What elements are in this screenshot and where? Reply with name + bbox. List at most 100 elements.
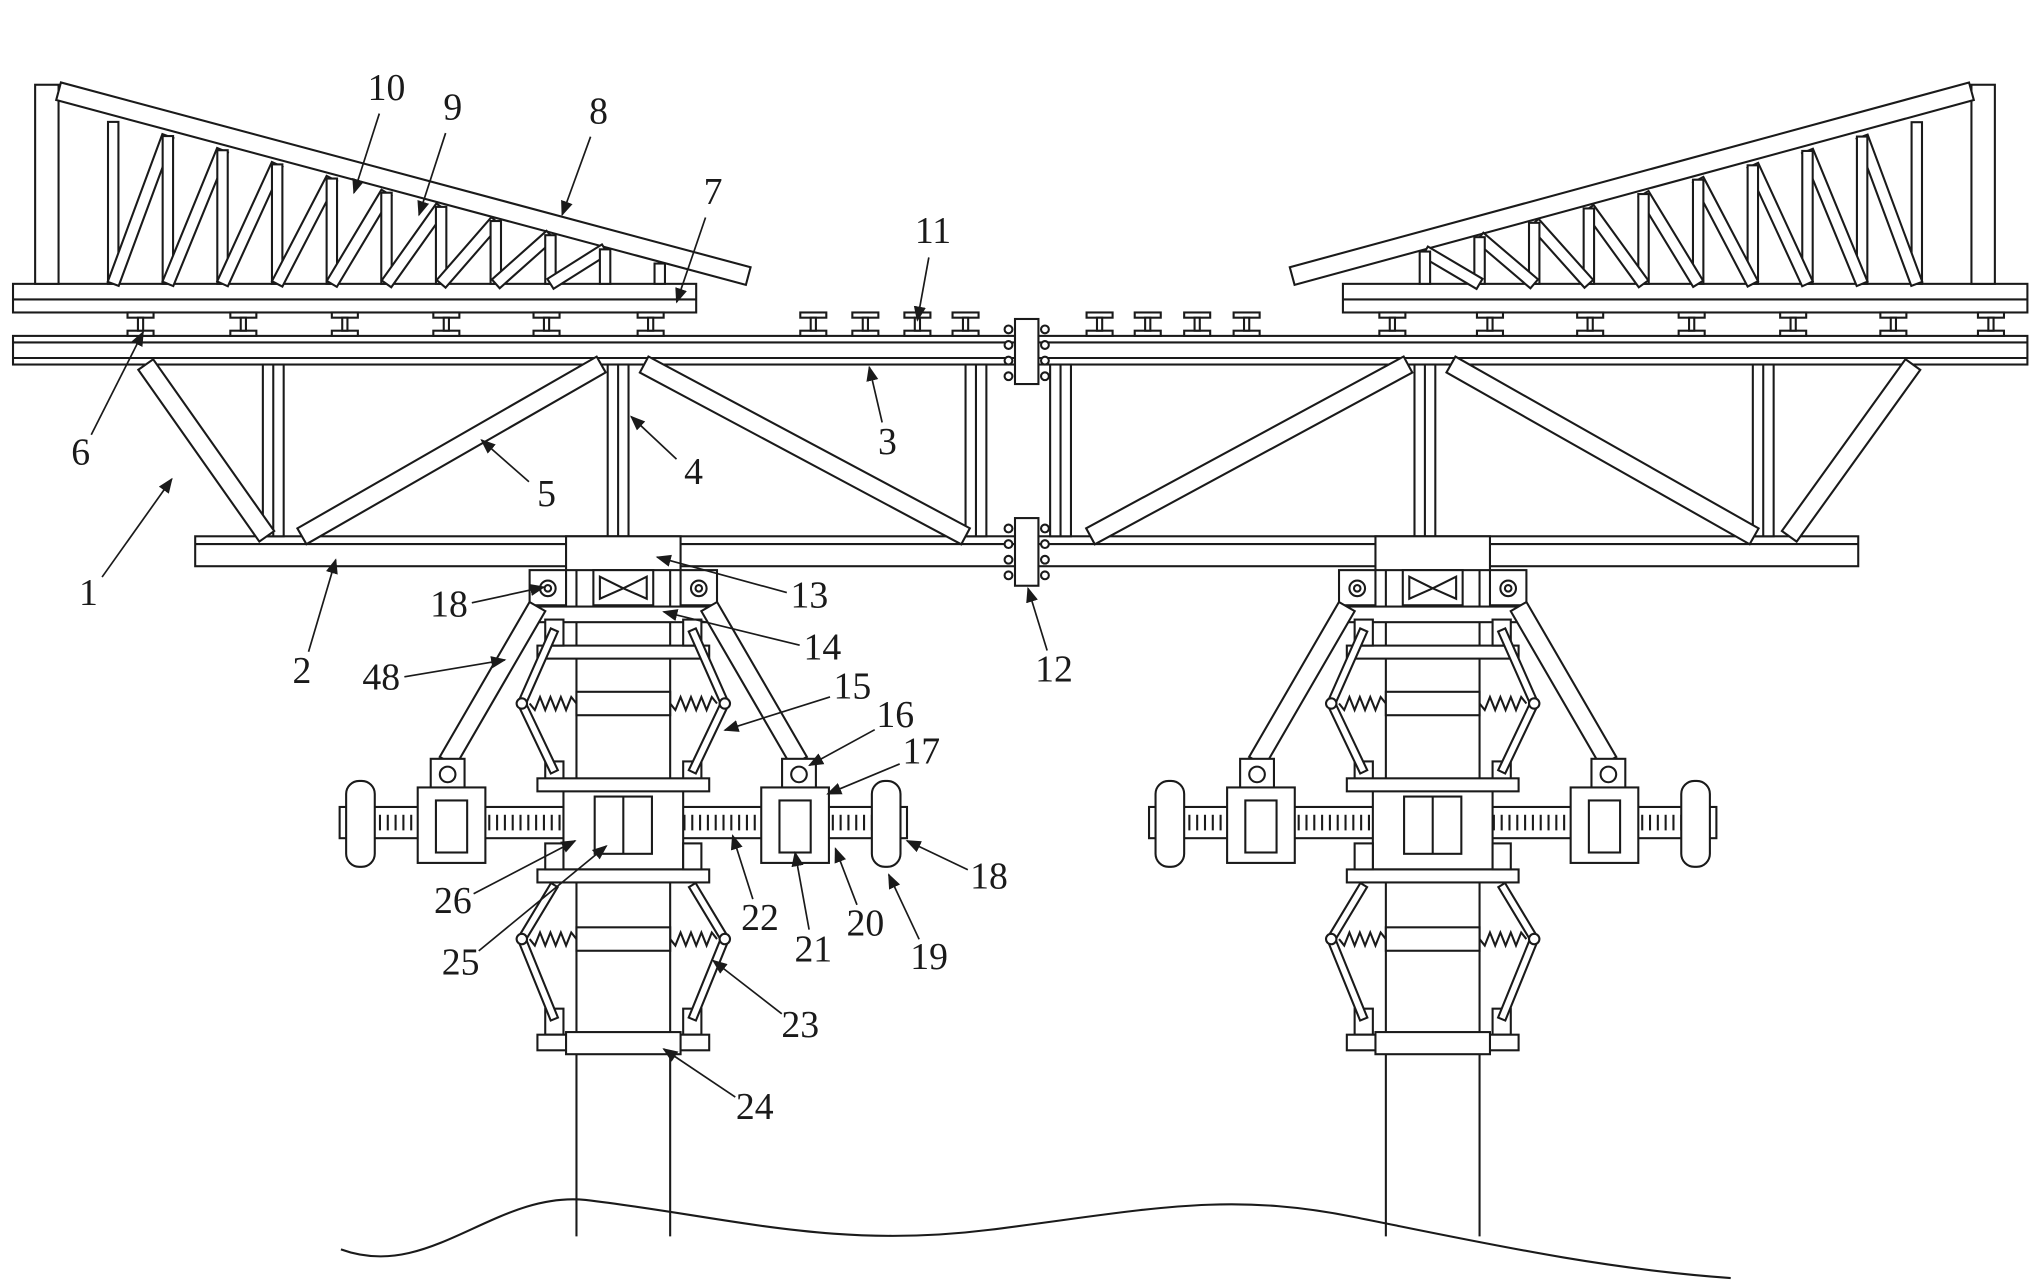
- hand-wheel: [346, 781, 375, 867]
- link-rod: [689, 702, 729, 774]
- reference-label-8: 8: [589, 90, 608, 132]
- spring: [530, 697, 577, 710]
- pin: [791, 767, 807, 783]
- bolt: [1005, 357, 1013, 365]
- reference-label-22: 22: [741, 897, 779, 939]
- pin: [720, 934, 730, 944]
- diagonal-member: [1782, 359, 1920, 541]
- pin: [696, 585, 703, 592]
- column-cap: [1375, 536, 1490, 570]
- column-cap: [566, 536, 681, 570]
- reference-label-3: 3: [878, 421, 897, 463]
- i-beam-web: [241, 318, 246, 331]
- reference-label-48: 48: [362, 656, 400, 698]
- i-beam-web: [544, 318, 549, 331]
- i-beam-web: [1791, 318, 1796, 331]
- i-beam-web: [444, 318, 449, 331]
- leader-arrow: [102, 479, 172, 577]
- bolt: [1041, 525, 1049, 533]
- hinge-block: [545, 843, 563, 869]
- pin: [1326, 934, 1336, 944]
- diagonal-member: [1446, 357, 1758, 545]
- platform-right: [1343, 284, 2027, 313]
- bolt: [1041, 556, 1049, 564]
- i-beam-web: [1689, 318, 1694, 331]
- diagonal-member: [297, 357, 605, 545]
- diagonal-member: [138, 359, 274, 541]
- hinge-block: [683, 843, 701, 869]
- bottom-collar: [1375, 1032, 1490, 1054]
- clamp-collar: [1386, 692, 1480, 715]
- i-beam-web: [138, 318, 143, 331]
- roof-top-chord: [1290, 82, 1974, 284]
- leader-arrow: [889, 875, 919, 940]
- roof-vertical: [1420, 252, 1430, 284]
- reference-label-11: 11: [915, 210, 951, 252]
- flange-joint: [1015, 518, 1038, 586]
- i-beam-web: [1244, 318, 1249, 331]
- reference-label-18: 18: [970, 855, 1008, 897]
- reference-label-12: 12: [1035, 649, 1073, 691]
- pin: [1601, 767, 1617, 783]
- diagonal-member: [1086, 357, 1412, 545]
- i-beam-web: [1195, 318, 1200, 331]
- spring: [1339, 933, 1386, 946]
- leader-arrow: [795, 853, 809, 930]
- clamp-plate: [537, 646, 709, 659]
- slider-nut: [1245, 800, 1276, 852]
- reference-label-20: 20: [846, 902, 884, 944]
- reference-label-26: 26: [434, 880, 472, 922]
- bolt: [1041, 325, 1049, 333]
- i-beam-web: [963, 318, 968, 331]
- pin: [1326, 698, 1336, 708]
- pin: [1354, 585, 1361, 592]
- pin: [1529, 698, 1539, 708]
- link-rod: [1498, 938, 1538, 1021]
- spring: [530, 933, 577, 946]
- pin: [440, 767, 456, 783]
- reference-label-18: 18: [430, 584, 468, 626]
- slider-nut: [1589, 800, 1620, 852]
- bolt: [1041, 341, 1049, 349]
- i-beam-web: [1145, 318, 1150, 331]
- reference-label-15: 15: [833, 666, 871, 708]
- spring: [1480, 697, 1527, 710]
- pin: [1505, 585, 1512, 592]
- leader-arrow: [481, 440, 528, 482]
- leader-arrow: [664, 1049, 736, 1097]
- spring: [670, 933, 717, 946]
- reference-label-6: 6: [71, 431, 90, 473]
- i-beam-web: [648, 318, 653, 331]
- reference-label-23: 23: [781, 1004, 819, 1046]
- reference-label-10: 10: [368, 67, 406, 109]
- hand-wheel: [872, 781, 901, 867]
- clamp-collar: [576, 692, 670, 715]
- leader-arrow: [917, 257, 928, 320]
- platform-left: [13, 284, 696, 313]
- link-rod: [1498, 883, 1537, 941]
- mid-clamp-plate: [1347, 778, 1519, 791]
- pin: [517, 698, 527, 708]
- hinge-block: [1355, 843, 1373, 869]
- clamp-plate: [1347, 869, 1519, 882]
- roof-vertical: [600, 249, 610, 283]
- bolt: [1041, 571, 1049, 579]
- bolt: [1005, 525, 1013, 533]
- clamp-collar: [1386, 927, 1480, 950]
- clamp-plate: [1347, 646, 1519, 659]
- ground-line: [341, 1199, 1731, 1278]
- bolt: [1005, 372, 1013, 380]
- hand-wheel: [1156, 781, 1185, 867]
- leader-arrow: [869, 367, 882, 422]
- reference-label-25: 25: [442, 941, 480, 983]
- i-beam-web: [342, 318, 347, 331]
- reference-label-19: 19: [910, 936, 948, 978]
- i-beam-web: [1588, 318, 1593, 331]
- leader-arrow: [713, 961, 782, 1014]
- flange-joint: [1015, 319, 1038, 384]
- bolt: [1041, 357, 1049, 365]
- hand-wheel: [1681, 781, 1710, 867]
- reference-label-2: 2: [292, 650, 311, 692]
- mid-clamp-plate: [537, 778, 709, 791]
